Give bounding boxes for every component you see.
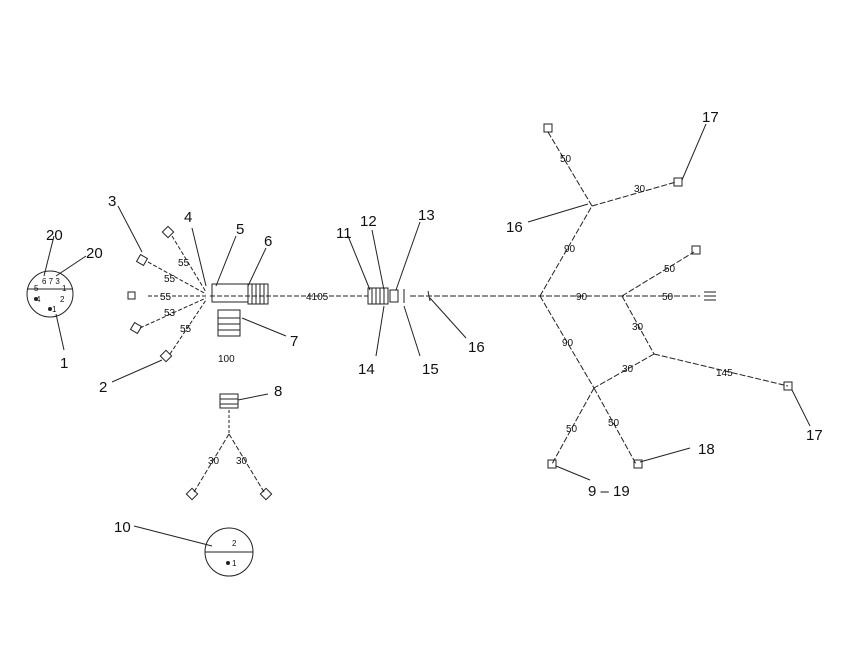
callout-5: 5 (236, 221, 244, 238)
branch-30-left (593, 353, 655, 389)
callout-7: 7 (290, 333, 298, 350)
branch-50-up (621, 251, 695, 297)
length-30-b: 30 (236, 456, 248, 467)
length-50-b: 50 (664, 264, 676, 275)
branch-lower-50a (551, 387, 595, 465)
callout-17-upper: 17 (702, 109, 719, 126)
callout-1: 1 (60, 355, 68, 372)
callout-20-left: 20 (46, 227, 63, 244)
length-30-c: 30 (634, 184, 646, 195)
length-50-e: 50 (608, 418, 620, 429)
length-90-b: 90 (576, 292, 588, 303)
length-55-a: 55 (178, 258, 190, 269)
callout-9-19: 9 – 19 (588, 483, 630, 500)
pin-big-mid-right: 1 (62, 284, 67, 293)
callout-11: 11 (336, 225, 352, 242)
connector-8 (219, 393, 239, 409)
callout-12: 12 (360, 213, 377, 230)
pin-big-mid-left: 5 (34, 284, 39, 293)
callout-20-right: 20 (86, 245, 103, 262)
pin-big-bottom: 1 (52, 305, 57, 314)
branch-30-down (621, 295, 655, 355)
pin-big-low-left: 4 (36, 295, 41, 304)
branch-145 (653, 353, 789, 387)
connector-1-face (26, 270, 74, 318)
callout-16-lower: 16 (468, 339, 485, 356)
callout-14: 14 (358, 361, 375, 378)
pin-big-top: 6 7 3 (42, 277, 60, 286)
callout-3: 3 (108, 193, 116, 210)
pin-small-top: 2 (232, 539, 237, 548)
length-30-e: 30 (622, 364, 634, 375)
wire-3 (147, 261, 207, 295)
length-50-c: 50 (662, 292, 674, 303)
length-50-d: 50 (566, 424, 578, 435)
callout-16-upper: 16 (506, 219, 523, 236)
callout-2: 2 (99, 379, 107, 396)
branch-upper-30 (591, 181, 677, 207)
callout-18: 18 (698, 441, 715, 458)
length-90-c: 90 (562, 338, 574, 349)
branch-upper-90 (539, 205, 593, 297)
connector-6-shell (247, 283, 269, 305)
connector-11-12 (367, 287, 389, 305)
length-100: 100 (218, 354, 235, 365)
length-55-d: 55 (180, 324, 192, 335)
branch-lower-90 (539, 295, 595, 389)
length-145: 145 (716, 368, 733, 379)
wire-upper (171, 235, 207, 293)
length-90-a: 90 (564, 244, 576, 255)
callout-15: 15 (422, 361, 439, 378)
wire-lower (139, 297, 207, 329)
connector-13-14 (389, 289, 399, 303)
callout-6: 6 (264, 233, 272, 250)
pin-big-low-right: 2 (60, 295, 65, 304)
branch-upper-50 (547, 131, 593, 207)
callout-4: 4 (184, 209, 192, 226)
connector-5-body (211, 283, 249, 303)
clip-16 (427, 290, 431, 302)
callout-8: 8 (274, 383, 282, 400)
callout-17-lower: 17 (806, 427, 823, 444)
branch-lower-50b (593, 387, 637, 465)
length-50-a: 50 (560, 154, 572, 165)
length-53: 53 (164, 308, 176, 319)
length-55-b: 55 (164, 274, 176, 285)
length-55-c: 55 (160, 292, 172, 303)
length-30-a: 30 (208, 456, 220, 467)
pin-small-bottom: 1 (232, 559, 237, 568)
length-30-d: 30 (632, 322, 644, 333)
length-4105: 4105 (306, 292, 329, 303)
callout-13: 13 (418, 207, 435, 224)
wire-2 (169, 299, 207, 355)
connector-7-body (217, 309, 241, 337)
callout-10: 10 (114, 519, 131, 536)
